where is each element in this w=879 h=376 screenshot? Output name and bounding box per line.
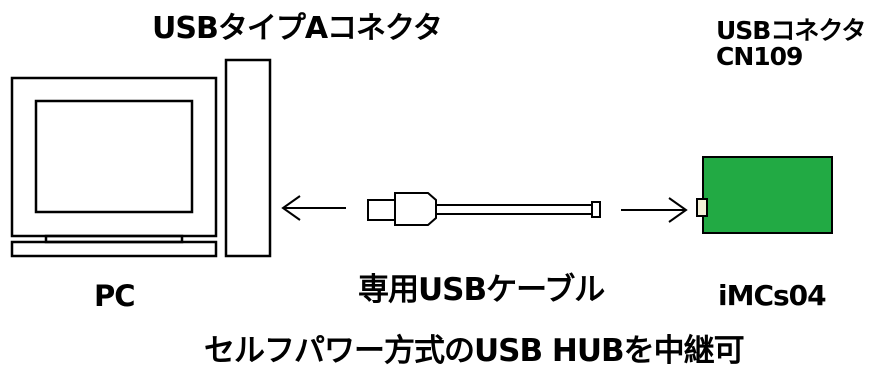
circuit-board-icon <box>696 156 833 234</box>
usb-cable-icon <box>367 192 601 226</box>
pc-label: PC <box>94 279 136 313</box>
cable-label: 専用USBケーブル <box>358 272 605 308</box>
mini-plug <box>591 201 601 218</box>
pc-monitor-tower-icon <box>10 58 272 258</box>
pc-tower <box>224 58 272 258</box>
arrow-right-icon <box>621 197 688 223</box>
board-label: iMCs04 <box>718 279 827 312</box>
usb-connector-label: USBコネクタ <box>716 16 866 45</box>
arrow-left-icon <box>281 195 346 221</box>
hub-note: セルフパワー方式のUSB HUBを中継可 <box>204 333 745 369</box>
monitor-base <box>10 240 218 258</box>
usb-connector-cn109 <box>696 198 708 217</box>
usb-a-plug-body <box>394 192 437 226</box>
usb-a-plug <box>367 199 396 221</box>
monitor-screen <box>34 99 194 214</box>
usb-type-a-connector-label: USBタイプAコネクタ <box>152 11 443 46</box>
cable <box>435 204 593 215</box>
usb-connector-id-label: CN109 <box>716 42 803 71</box>
board <box>702 156 833 234</box>
